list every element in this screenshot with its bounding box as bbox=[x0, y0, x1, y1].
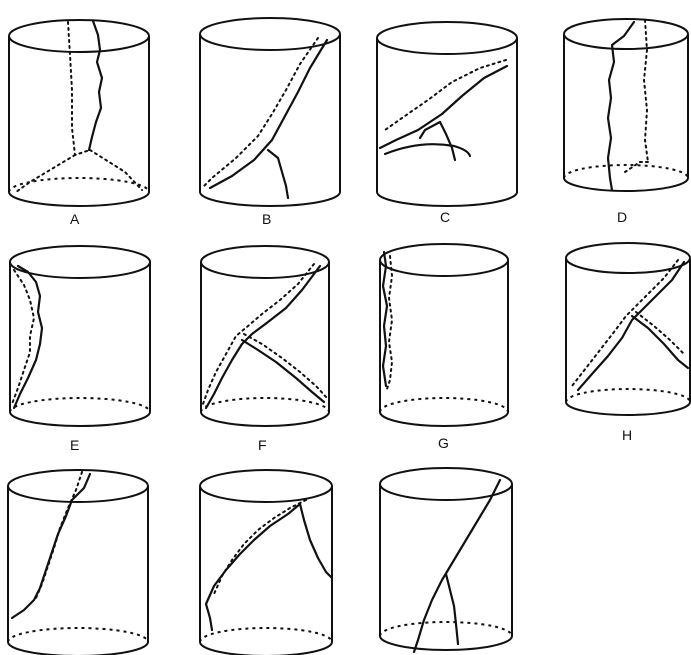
specimen-h: H bbox=[566, 243, 690, 443]
specimen-label-b: B bbox=[262, 211, 271, 227]
specimen-label-h: H bbox=[622, 427, 632, 443]
specimen-10 bbox=[200, 470, 332, 655]
specimen-label-g: G bbox=[438, 435, 449, 451]
specimen-label-e: E bbox=[70, 437, 79, 453]
specimen-label-c: C bbox=[440, 209, 450, 225]
specimen-f: F bbox=[201, 246, 329, 453]
specimen-b: B bbox=[200, 18, 340, 227]
specimen-11 bbox=[380, 468, 512, 652]
specimen-d: D bbox=[564, 19, 688, 225]
specimen-c: C bbox=[377, 22, 517, 225]
specimen-label-d: D bbox=[617, 209, 627, 225]
specimen-g: G bbox=[380, 244, 508, 451]
specimen-e: E bbox=[10, 246, 150, 453]
specimen-label-f: F bbox=[258, 437, 267, 453]
specimen-9 bbox=[8, 470, 148, 655]
specimen-label-a: A bbox=[70, 211, 80, 227]
specimen-a: A bbox=[9, 20, 149, 227]
